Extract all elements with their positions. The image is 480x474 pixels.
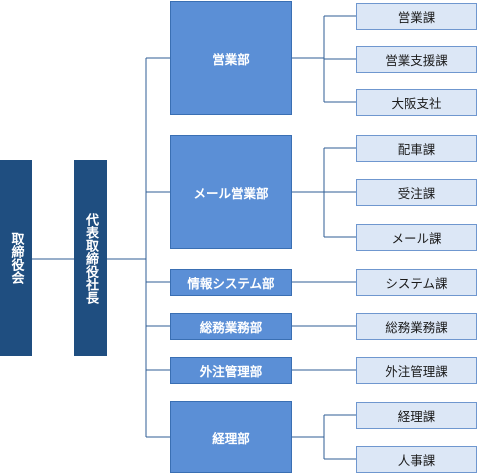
section-label: 大阪支社 — [391, 96, 442, 111]
dept-label: 情報システム部 — [187, 276, 275, 291]
section-label: 経理課 — [397, 409, 436, 424]
dept-box-general-affairs: 総務業務部 — [170, 313, 292, 340]
section-box: 総務業務課 — [356, 313, 477, 340]
dept-label: メール営業部 — [193, 185, 269, 201]
section-box: 営業支援課 — [356, 46, 477, 73]
president-box: 代表取締役社長 — [74, 160, 107, 356]
president-label: 代表取締役社長 — [83, 212, 98, 304]
section-box: メール課 — [356, 224, 477, 251]
section-box: 営業課 — [356, 3, 477, 30]
section-box: 人事課 — [356, 446, 477, 473]
dept-box-mail-sales: メール営業部 — [170, 135, 292, 249]
section-box: 大阪支社 — [356, 89, 477, 116]
dept-label: 経理部 — [212, 430, 250, 446]
board-box: 取締役会 — [0, 160, 32, 356]
section-box: システム課 — [356, 269, 477, 296]
section-box: 受注課 — [356, 179, 477, 206]
dept-box-accounting: 経理部 — [170, 401, 292, 473]
dept-box-sales: 営業部 — [170, 1, 292, 115]
dept-box-information-systems: 情報システム部 — [170, 269, 292, 296]
section-box: 外注管理課 — [356, 357, 477, 384]
dept-label: 総務業務部 — [199, 320, 263, 335]
section-label: 営業支援課 — [385, 53, 448, 68]
section-label: 営業課 — [397, 10, 436, 25]
board-label: 取締役会 — [8, 232, 24, 284]
section-label: 総務業務課 — [385, 320, 448, 335]
section-box: 経理課 — [356, 402, 477, 429]
section-label: 外注管理課 — [385, 364, 448, 379]
dept-label: 外注管理部 — [199, 364, 263, 379]
section-label: 人事課 — [397, 453, 436, 468]
dept-box-outsourcing: 外注管理部 — [170, 357, 292, 384]
section-label: 配車課 — [397, 142, 436, 157]
dept-label: 営業部 — [212, 51, 250, 67]
section-label: メール課 — [391, 231, 442, 246]
section-label: システム課 — [385, 276, 448, 291]
section-label: 受注課 — [397, 186, 436, 201]
section-box: 配車課 — [356, 135, 477, 162]
